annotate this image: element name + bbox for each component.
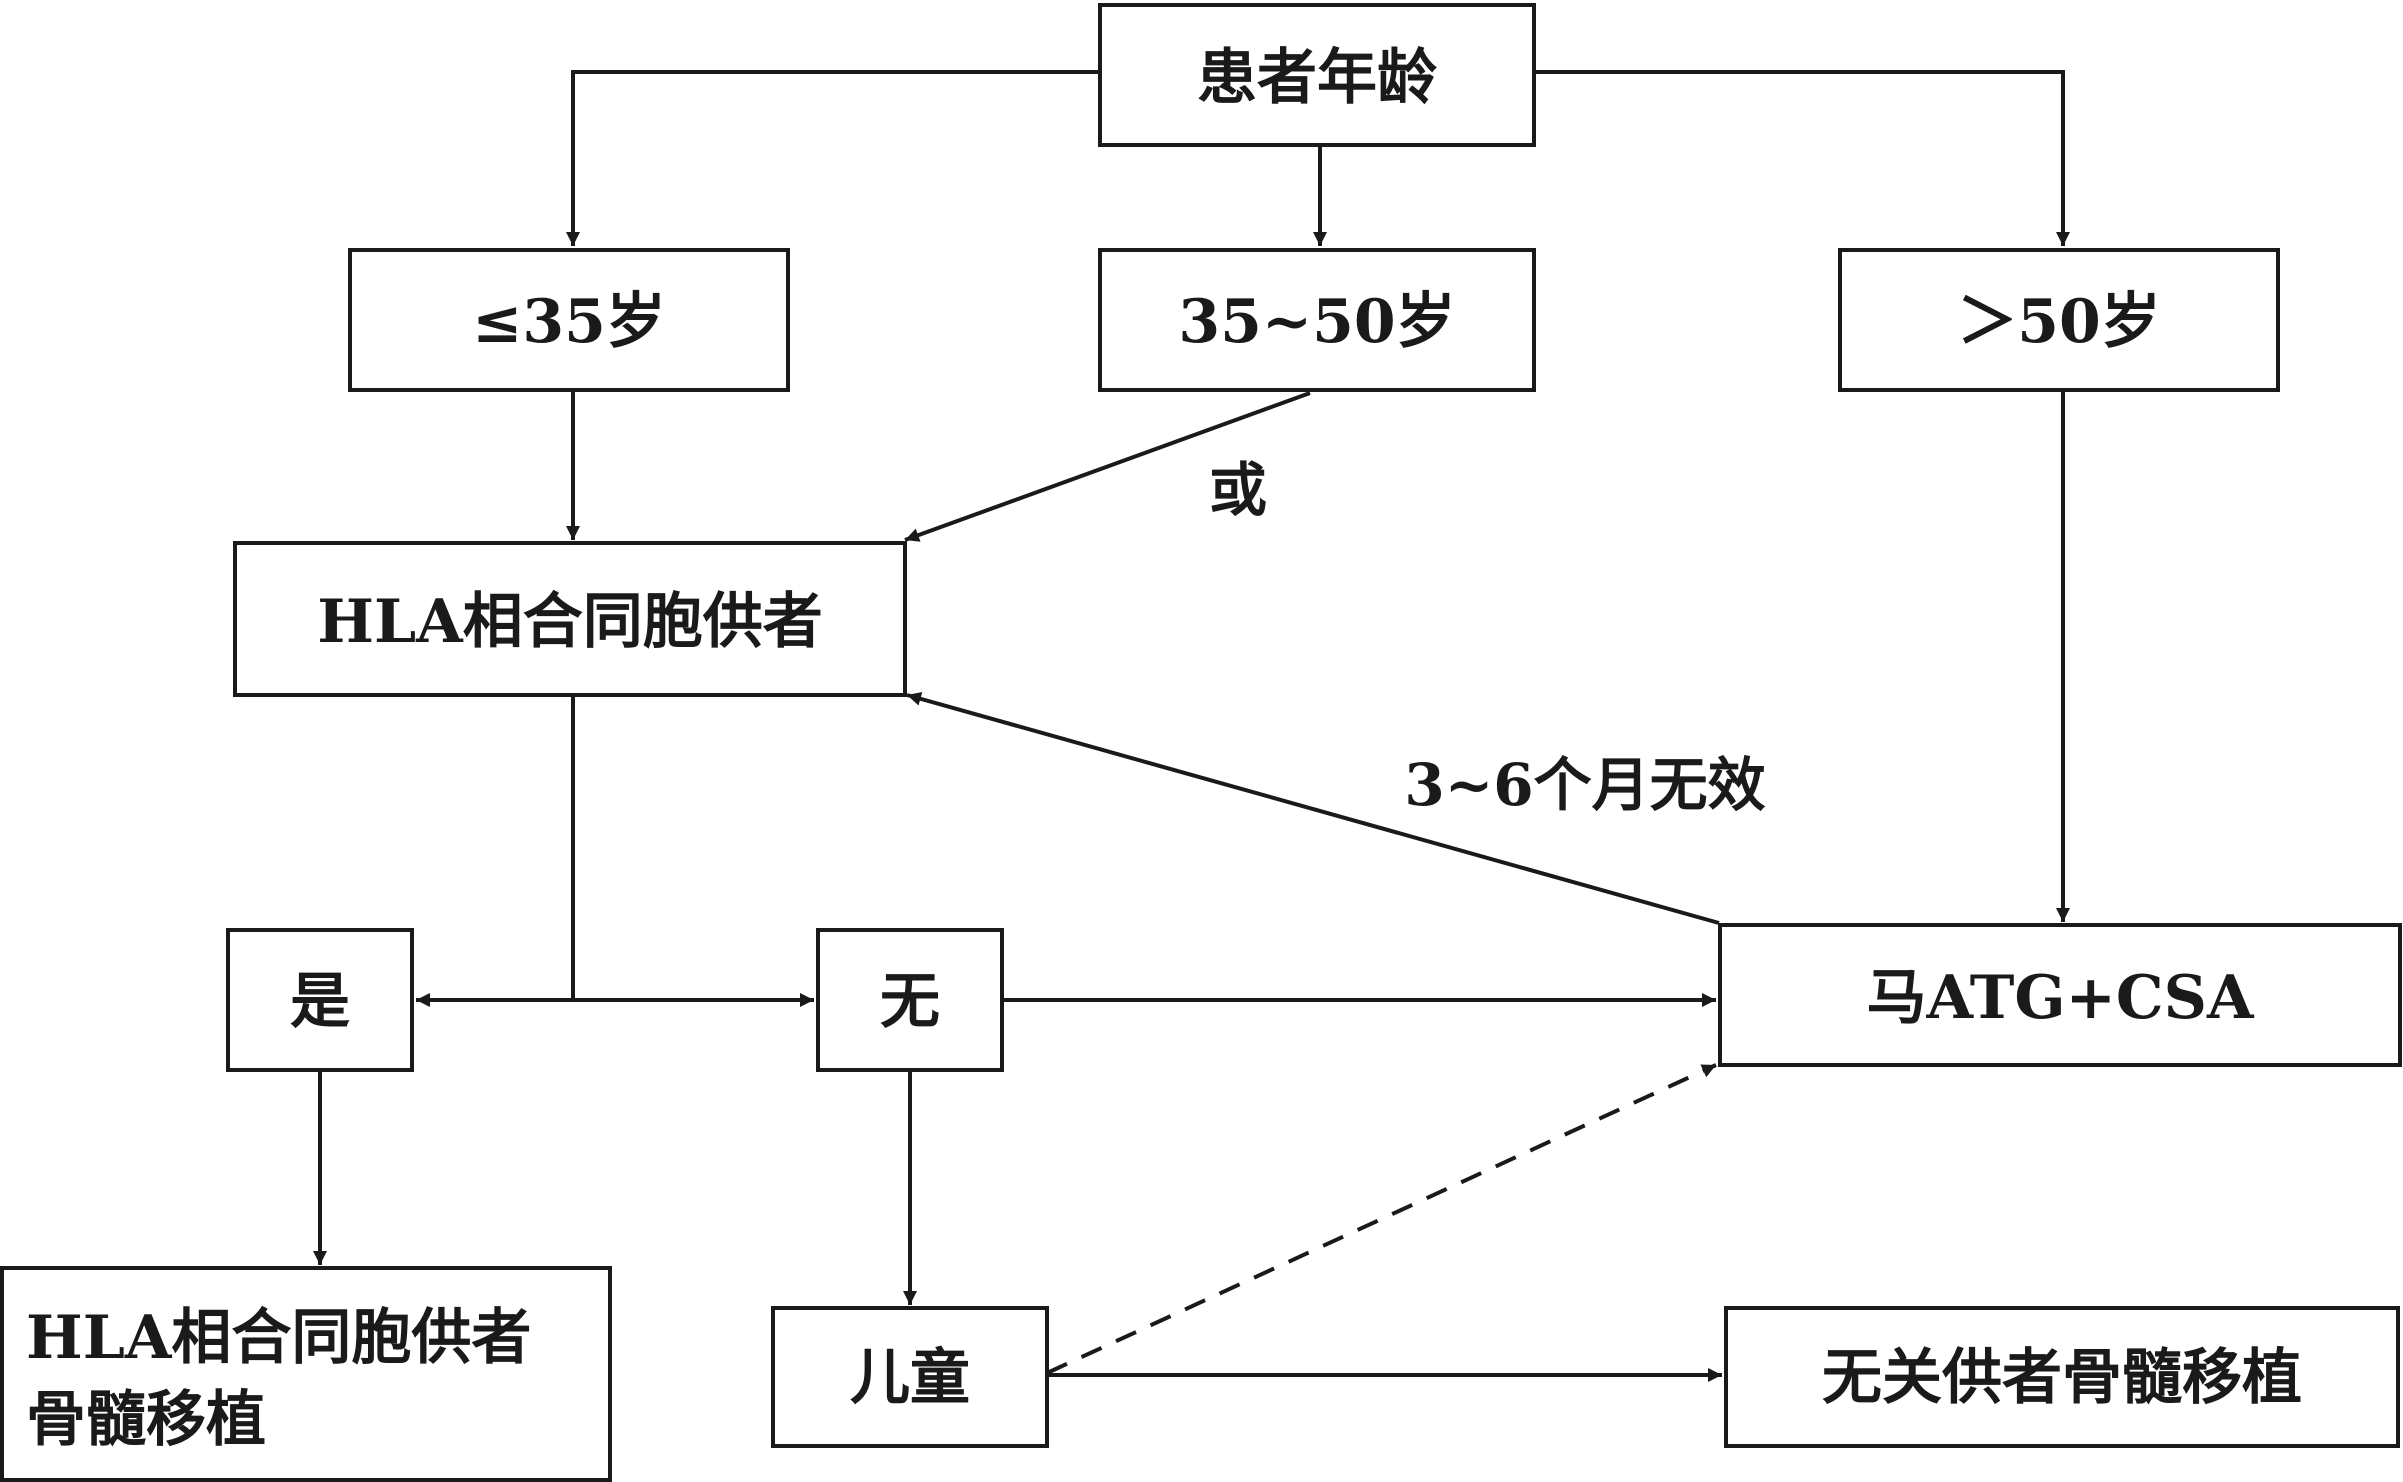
node-no: 无 (816, 928, 1004, 1072)
node-hla-sibling-donor-label: HLA相合同胞供者 (317, 587, 822, 657)
edge-age-to-gt50 (1534, 70, 2070, 246)
node-child-label: 儿童 (850, 1343, 970, 1413)
edge-mid-to-hla (904, 391, 1311, 542)
node-age-gt50: ＞50岁 (1838, 248, 2280, 392)
node-age-gt50-label: ＞50岁 (1957, 287, 2161, 357)
node-hla-sibling-donor: HLA相合同胞供者 (233, 541, 907, 697)
edge-age-to-le35 (566, 70, 1100, 246)
node-unrelated-donor-bmt-label: 无关供者骨髓移植 (1822, 1343, 2302, 1413)
node-child: 儿童 (771, 1306, 1049, 1448)
node-unrelated-donor-bmt: 无关供者骨髓移植 (1724, 1306, 2400, 1448)
node-patient-age-label: 患者年龄 (1197, 43, 1437, 113)
node-hla-bmt-label-line1: HLA相合同胞供者 (26, 1303, 531, 1373)
node-atg-csa: 马ATG+CSA (1718, 923, 2402, 1067)
node-hla-bmt: HLA相合同胞供者 骨髓移植 (0, 1266, 612, 1482)
edge-atg-to-hla (906, 692, 1720, 925)
node-no-label: 无 (880, 967, 940, 1037)
node-age-35-50-label: 35~50岁 (1178, 287, 1455, 357)
edge-label-or: 或 (1209, 456, 1267, 524)
node-age-le35: ≤35岁 (348, 248, 790, 392)
edge-child-to-atg-dashed (1046, 1063, 1717, 1375)
node-patient-age: 患者年龄 (1098, 3, 1536, 147)
node-atg-csa-label: 马ATG+CSA (1866, 963, 2255, 1033)
node-yes-label: 是 (290, 967, 350, 1037)
node-yes: 是 (226, 928, 414, 1072)
node-age-35-50: 35~50岁 (1098, 248, 1536, 392)
edge-label-ineffective: 3~6个月无效 (1404, 751, 1765, 819)
node-age-le35-label: ≤35岁 (472, 287, 666, 357)
edges (313, 70, 2070, 1382)
node-hla-bmt-label-line2: 骨髓移植 (26, 1385, 266, 1455)
